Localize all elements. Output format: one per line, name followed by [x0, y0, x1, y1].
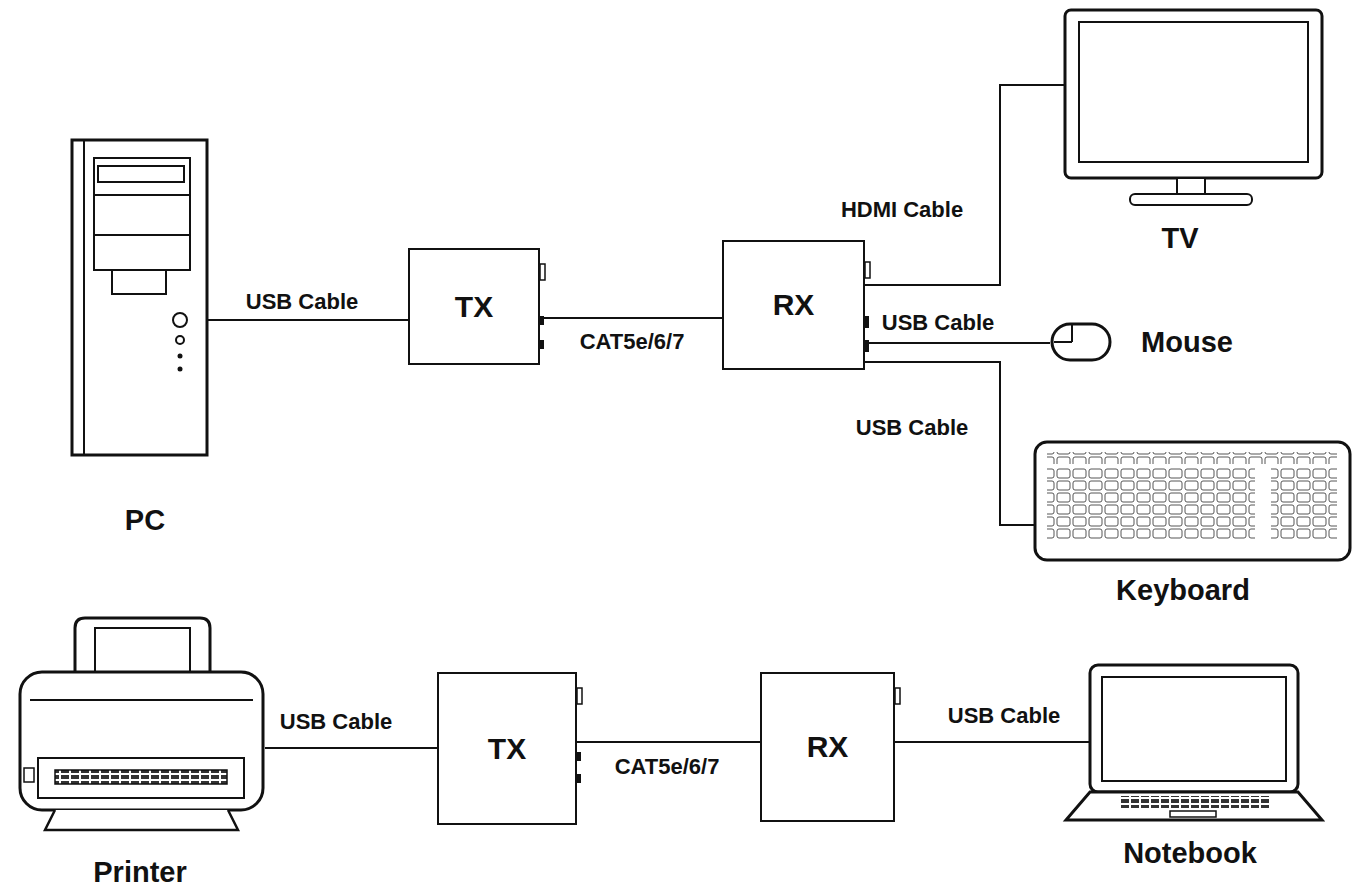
- pc-tab: [112, 270, 166, 294]
- box-port: [865, 262, 870, 278]
- box-port: [540, 264, 545, 280]
- pc-led: [178, 354, 183, 359]
- cable-line: [540, 317, 722, 319]
- notebook-node: Notebook: [1090, 665, 1298, 822]
- cable-line: [265, 747, 437, 749]
- cable-label: CAT5e/6/7: [577, 329, 688, 355]
- cable-line: [865, 362, 1035, 525]
- receiver-box: RX: [722, 240, 865, 370]
- notebook-lid: [1090, 665, 1298, 792]
- box-port: [577, 774, 581, 783]
- transmitter-box: TX: [408, 248, 540, 365]
- node-label: TX: [488, 732, 526, 766]
- printer-output-tray: [45, 810, 238, 830]
- notebook-screen: [1102, 677, 1286, 781]
- node-label: TX: [455, 290, 493, 324]
- keyboard-keys: [1047, 452, 1337, 464]
- tv-illustration: [1065, 10, 1322, 205]
- pc-node: PC: [72, 140, 207, 455]
- printer-button: [24, 768, 34, 782]
- cable-label: USB Cable: [277, 709, 395, 735]
- keyboard-keys: [1047, 468, 1255, 540]
- node-label: Keyboard: [1116, 574, 1250, 607]
- cable-line: [865, 342, 1050, 344]
- node-label: Printer: [93, 856, 186, 889]
- node-label: Notebook: [1123, 837, 1257, 870]
- printer-paper: [95, 628, 190, 673]
- keyboard-illustration: [1035, 442, 1350, 560]
- pc-illustration: [72, 140, 207, 455]
- cable-label: USB Cable: [879, 310, 997, 336]
- cable-label: HDMI Cable: [838, 197, 966, 223]
- mouse-illustration: [1052, 324, 1110, 360]
- printer-node: Printer: [15, 615, 265, 830]
- node-label: PC: [125, 504, 165, 537]
- node-label: RX: [807, 730, 849, 764]
- mouse-button-line: [1071, 324, 1073, 342]
- box-port: [865, 340, 869, 352]
- notebook-keyboard: [1120, 796, 1270, 808]
- transmitter-box: TX: [437, 672, 577, 825]
- pc-power-button: [173, 313, 187, 327]
- box-port: [577, 752, 581, 761]
- keyboard-keys: [1271, 468, 1337, 540]
- tv-frame: [1065, 10, 1322, 178]
- cable-line: [865, 85, 1065, 285]
- printer-paper-tray: [75, 618, 210, 675]
- box-port: [895, 688, 900, 704]
- tv-neck: [1177, 178, 1205, 195]
- box-port: [865, 316, 869, 328]
- node-label: RX: [773, 288, 815, 322]
- pc-edge: [83, 140, 85, 455]
- pc-bay-line: [94, 194, 190, 196]
- keyboard-node: Keyboard: [1035, 442, 1350, 560]
- tv-base: [1130, 194, 1252, 205]
- printer-slot-inner: [55, 770, 227, 784]
- cable-line: [895, 741, 1090, 743]
- mouse-body: [1052, 324, 1110, 360]
- cable-line: [577, 741, 760, 743]
- printer-illustration: [20, 618, 263, 830]
- node-label: Mouse: [1141, 326, 1233, 359]
- notebook-base: [1066, 792, 1322, 820]
- printer-slot: [38, 758, 244, 798]
- cable-line: [207, 319, 408, 321]
- box-port: [540, 340, 544, 349]
- pc-drive-slot: [98, 166, 184, 182]
- printer-line: [30, 699, 253, 701]
- pc-led: [178, 367, 183, 372]
- notebook-illustration: [1066, 665, 1322, 820]
- pc-button: [176, 336, 184, 344]
- printer-body: [20, 672, 263, 810]
- cable-label: USB Cable: [243, 289, 361, 315]
- cable-label: USB Cable: [945, 703, 1063, 729]
- pc-case: [72, 140, 207, 455]
- notebook-touchpad: [1170, 811, 1216, 817]
- pc-drive-bay: [94, 158, 190, 270]
- receiver-box: RX: [760, 672, 895, 822]
- cable-label: CAT5e/6/7: [612, 754, 723, 780]
- pc-bay-line: [94, 234, 190, 236]
- cable-label: USB Cable: [853, 415, 971, 441]
- mouse-button-line: [1054, 341, 1072, 343]
- node-label: TV: [1161, 222, 1198, 255]
- tv-node: TV: [1065, 10, 1322, 205]
- tv-screen: [1079, 22, 1308, 162]
- mouse-node: Mouse: [1050, 323, 1112, 361]
- box-port: [577, 688, 582, 704]
- keyboard-body: [1035, 442, 1350, 560]
